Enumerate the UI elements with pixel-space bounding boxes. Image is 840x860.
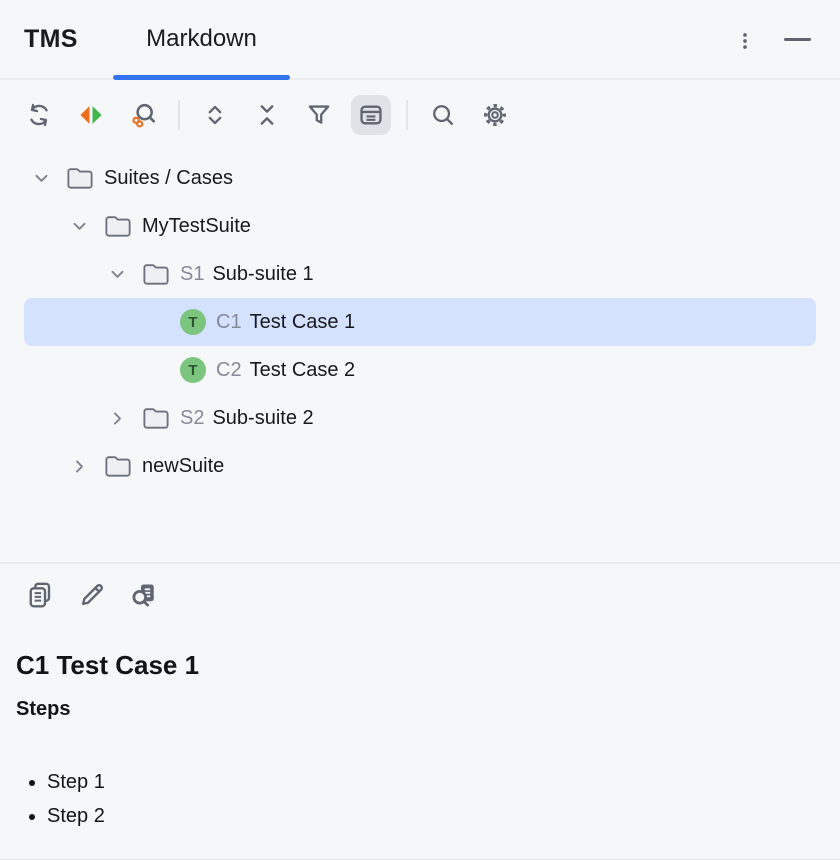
tab-markdown-label: Markdown — [146, 25, 257, 52]
preview-pane-icon — [360, 105, 382, 125]
tree-item-sub-suite-1[interactable]: S1 Sub-suite 1 — [0, 250, 840, 298]
tree-item-mytestsuite[interactable]: MyTestSuite — [0, 202, 840, 250]
step-item: Step 1 — [47, 765, 840, 799]
tree-item-test-case-2[interactable]: T C2 Test Case 2 — [0, 346, 840, 394]
pencil-icon — [81, 583, 103, 605]
refresh-icon — [30, 103, 48, 127]
test-case-icon: T — [180, 309, 206, 335]
folder-icon — [142, 262, 170, 286]
expand-all-icon — [208, 105, 222, 125]
folder-icon — [66, 166, 94, 190]
folder-icon — [142, 406, 170, 430]
folder-icon — [104, 214, 132, 238]
preview-section-heading: Steps — [16, 698, 71, 720]
gear-icon — [484, 104, 506, 126]
diff-button[interactable] — [74, 98, 108, 132]
expand-all-button[interactable] — [198, 98, 232, 132]
chevron-down-icon[interactable] — [104, 261, 130, 287]
folder-icon — [104, 454, 132, 478]
preview-title: C1 Test Case 1 — [16, 650, 200, 680]
show-preview-toggle[interactable] — [351, 95, 391, 135]
tree-item-label: Sub-suite 1 — [212, 262, 314, 285]
tree-item-suites-cases[interactable]: Suites / Cases — [0, 154, 840, 202]
diff-triangles-icon — [80, 106, 102, 124]
preview-toolbar — [0, 564, 840, 610]
test-case-icon-letter: T — [188, 361, 198, 379]
find-in-document-icon — [132, 584, 154, 606]
markdown-preview: C1 Test Case 1 Steps Step 1 Step 2 — [0, 650, 840, 833]
hide-window-button[interactable] — [784, 38, 811, 41]
tree-item-newsuite[interactable]: newSuite — [0, 442, 840, 490]
settings-button[interactable] — [478, 98, 512, 132]
toolbar-separator — [406, 100, 408, 130]
app-title: TMS — [24, 24, 78, 53]
search-icon — [433, 105, 454, 126]
test-case-icon-letter: T — [188, 313, 198, 331]
filter-button[interactable] — [302, 98, 336, 132]
tree-item-label: MyTestSuite — [142, 214, 251, 237]
panel-divider — [0, 562, 840, 564]
copy-icon — [29, 582, 50, 607]
tree-toolbar — [0, 80, 840, 150]
search-link-icon — [132, 103, 156, 128]
edit-button[interactable] — [76, 579, 107, 610]
tree-item-id: S2 — [180, 406, 205, 429]
search-by-link-button[interactable] — [126, 98, 160, 132]
chevron-down-icon[interactable] — [66, 213, 92, 239]
tree-item-label: Suites / Cases — [104, 166, 233, 189]
chevron-down-icon[interactable] — [28, 165, 54, 191]
collapse-all-icon — [260, 105, 274, 125]
tab-markdown[interactable]: Markdown — [113, 0, 290, 80]
filter-icon — [308, 105, 330, 124]
copy-button[interactable] — [24, 579, 55, 610]
tree-item-id: C1 — [216, 310, 242, 333]
steps-list: Step 1 Step 2 — [16, 765, 840, 833]
tree-item-id: S1 — [180, 262, 205, 285]
collapse-all-button[interactable] — [250, 98, 284, 132]
tree-item-label: newSuite — [142, 454, 225, 477]
suites-tree: Suites / Cases MyTestSuite S1 Sub-suite … — [0, 150, 840, 562]
step-item: Step 2 — [47, 799, 840, 833]
search-button[interactable] — [426, 98, 460, 132]
refresh-button[interactable] — [22, 98, 56, 132]
kebab-menu-icon — [743, 33, 747, 49]
chevron-right-icon[interactable] — [66, 453, 92, 479]
tree-item-label: Test Case 1 — [249, 310, 356, 333]
active-tab-underline — [113, 75, 290, 80]
tree-item-sub-suite-2[interactable]: S2 Sub-suite 2 — [0, 394, 840, 442]
more-options-button[interactable] — [734, 28, 756, 54]
chevron-right-icon[interactable] — [104, 405, 130, 431]
header: TMS Markdown — [0, 0, 840, 80]
toolbar-separator — [178, 100, 180, 130]
test-case-icon: T — [180, 357, 206, 383]
tree-item-label: Sub-suite 2 — [212, 406, 314, 429]
tree-item-test-case-1[interactable]: T C1 Test Case 1 — [0, 298, 840, 346]
tree-item-label: Test Case 2 — [249, 358, 356, 381]
tree-item-id: C2 — [216, 358, 242, 381]
find-in-document-button[interactable] — [128, 579, 159, 610]
